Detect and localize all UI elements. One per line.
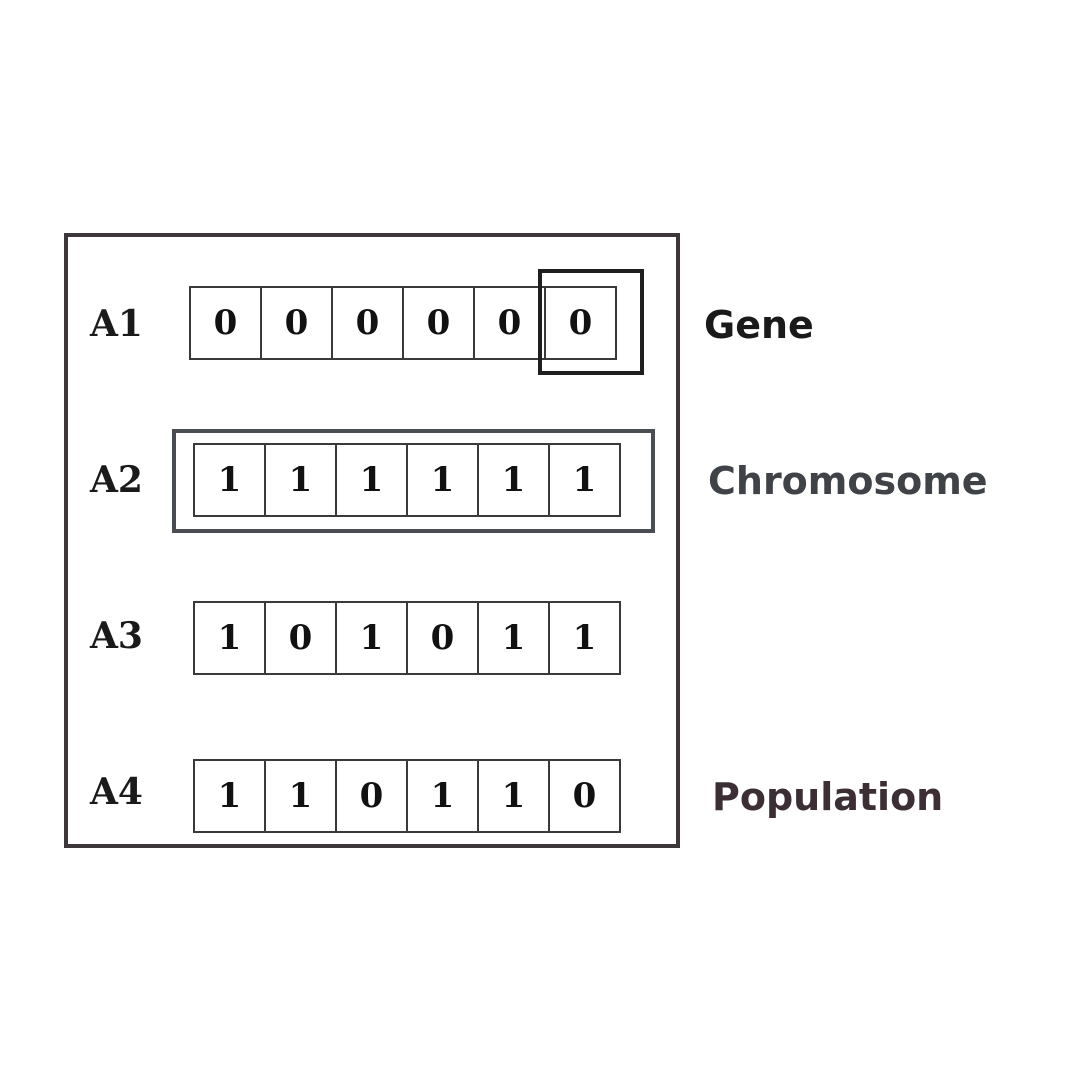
gene-cell: 1: [193, 759, 266, 833]
gene-cell: 1: [406, 759, 479, 833]
chromosome-a4: 1 1 0 1 1 0: [193, 759, 621, 833]
gene-cell: 1: [335, 601, 408, 675]
gene-cell: 1: [548, 601, 621, 675]
gene-cell: 1: [193, 601, 266, 675]
gene-cell: 0: [260, 286, 333, 360]
gene-cell: 1: [335, 443, 408, 517]
gene-cell: 1: [548, 443, 621, 517]
gene-cell: 0: [189, 286, 262, 360]
chromosome-a1: 0 0 0 0 0 0: [189, 286, 617, 360]
chromosome-highlight-box: [172, 429, 655, 533]
chromosome-annotation: Chromosome: [708, 459, 988, 503]
gene-cell: 0: [331, 286, 404, 360]
chromosome-a2: 1 1 1 1 1 1: [193, 443, 621, 517]
population-frame: [64, 233, 680, 848]
row-label-a4: A4: [90, 771, 143, 813]
gene-cell: 1: [477, 759, 550, 833]
gene-cell: 0: [406, 601, 479, 675]
gene-cell: 0: [473, 286, 546, 360]
gene-cell: 0: [402, 286, 475, 360]
population-annotation: Population: [712, 775, 944, 819]
gene-cell-highlighted: 0: [544, 286, 617, 360]
row-label-a1: A1: [90, 303, 143, 345]
gene-cell: 0: [335, 759, 408, 833]
gene-cell: 1: [264, 759, 337, 833]
gene-cell: 1: [406, 443, 479, 517]
gene-annotation: Gene: [704, 303, 814, 347]
chromosome-a3: 1 0 1 0 1 1: [193, 601, 621, 675]
row-label-a2: A2: [90, 459, 143, 501]
gene-cell: 1: [477, 601, 550, 675]
gene-highlight-box: [538, 269, 644, 375]
row-label-a3: A3: [90, 615, 143, 657]
gene-cell: 0: [548, 759, 621, 833]
gene-cell: 0: [264, 601, 337, 675]
